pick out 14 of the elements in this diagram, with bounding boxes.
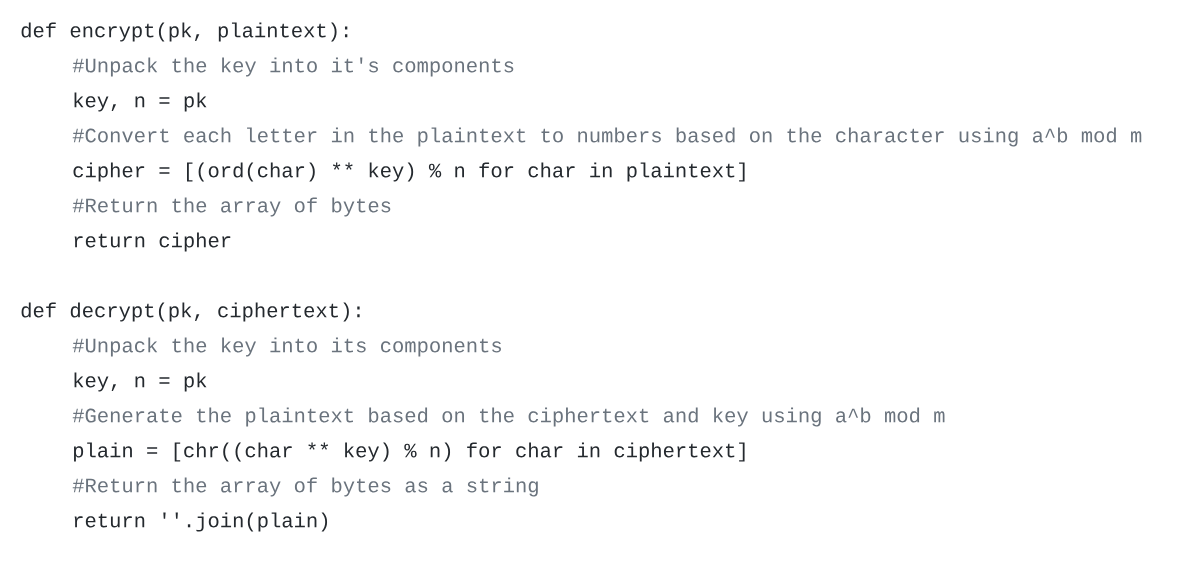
code-comment: #Return the array of bytes xyxy=(72,197,391,217)
code-comment: #Return the array of bytes as a string xyxy=(72,477,538,497)
code-comment: #Unpack the key into it's components xyxy=(72,57,514,77)
code-comment: #Generate the plaintext based on the ciphertext and key using a^b mod m xyxy=(72,407,945,427)
code-line: return cipher xyxy=(74,232,231,252)
code-comment: #Unpack the key into its components xyxy=(72,337,501,357)
code-line: cipher = [(ord(char) ** key) % n for char in plaintext] xyxy=(73,162,745,182)
code-line: def encrypt(pk, plaintext): xyxy=(21,22,348,42)
code-comment: #Convert each letter in the plaintext to numbers based on the character using a^b mod m xyxy=(72,127,1142,147)
code-line: key, n = pk xyxy=(74,92,207,112)
code-line: plain = [chr((char ** key) % n) for char in ciphertext] xyxy=(74,442,745,462)
code-line: return ''.join(plain) xyxy=(74,512,328,532)
code-line: key, n = pk xyxy=(74,372,207,392)
code-line: def decrypt(pk, ciphertext): xyxy=(21,302,360,322)
